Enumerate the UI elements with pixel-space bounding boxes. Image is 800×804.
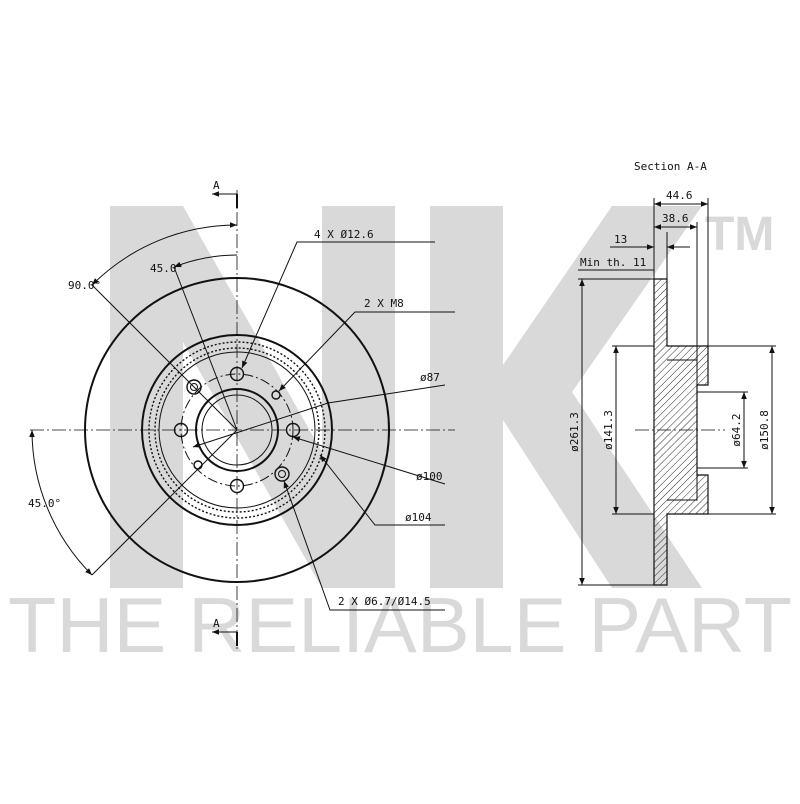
angle-label-45-left: 45.0° [28,497,61,510]
watermark-slogan: THE RELIABLE PART [8,581,792,669]
angle-ray-22 [173,266,238,431]
angle-label-90: 90.0° [68,279,101,292]
angle-ray-225 [91,429,238,576]
angle-arc-90 [91,222,238,286]
callout-threads: 2 X M8 [278,297,455,392]
callout-dia-104: ø104 [319,454,445,526]
callout-dia-87: ø87 [192,371,446,448]
disc-cross-section [653,278,709,586]
angle-arc-45-top [173,254,238,268]
bore-edges [697,391,708,469]
small-holes [186,379,290,482]
bolt-hole [229,366,245,382]
hat-outer-edge [141,334,333,526]
svg-text:ø100: ø100 [416,470,443,483]
svg-text:ø104: ø104 [405,511,432,524]
bolt-circle [180,373,294,487]
svg-text:2 X Ø6.7/Ø14.5: 2 X Ø6.7/Ø14.5 [338,595,431,608]
bolt-hole [173,422,189,438]
watermark-letter-n [110,206,395,588]
hat-knurl-1 [148,341,326,519]
svg-text:A: A [213,617,220,630]
watermark-letter-k [430,206,702,588]
section-title: Section A-A [634,160,707,173]
callout-dia-100: ø100 [292,436,446,485]
label-outer-dia: ø261.3 [568,412,581,452]
center-bore [195,388,279,472]
section-view: Section A-A ø261.3 ø141.3 ø64.2 ø150.8 [568,160,776,586]
label-thickness: 13 [614,233,627,246]
watermark: TM THE RELIABLE PART [8,206,792,669]
label-bore-dia: ø64.2 [730,413,743,446]
center-bore-chamfer [201,394,273,466]
label-hat-depth: 38.6 [662,212,689,225]
hat-knurl-2 [154,347,320,513]
threaded-hole [271,390,281,400]
small-hole-outer [274,466,290,482]
label-overall-width: 44.6 [666,189,693,202]
svg-text:ø87: ø87 [420,371,440,384]
small-hole-inner [190,383,198,391]
callout-small-holes: 2 X Ø6.7/Ø14.5 [283,480,445,611]
threaded-hole [193,460,203,470]
angle-label-45-top: 45.0° [150,262,183,275]
section-marker-bottom: A [212,617,238,646]
section-marker-top: A [212,179,238,208]
watermark-trademark: TM [705,208,774,261]
bolt-hole [229,478,245,494]
svg-text:A: A [213,179,220,192]
label-hat-outer-dia: ø150.8 [758,410,771,450]
svg-text:4 X Ø12.6: 4 X Ø12.6 [314,228,374,241]
label-min-thickness: Min th. 11 [580,256,646,269]
svg-text:2 X M8: 2 X M8 [364,297,404,310]
label-hat-inner-dia: ø141.3 [602,410,615,450]
angle-ray-45 [91,284,238,431]
callout-bolt-holes: 4 X Ø12.6 [241,228,435,369]
hat-inner-edge [158,351,316,509]
angle-arc-45-left [29,429,93,576]
small-hole-inner [278,470,286,478]
small-hole-outer [186,379,202,395]
front-view: 90.0° 45.0° 45.0° A A 4 X Ø12.6 2 X M8 ø… [28,179,455,650]
